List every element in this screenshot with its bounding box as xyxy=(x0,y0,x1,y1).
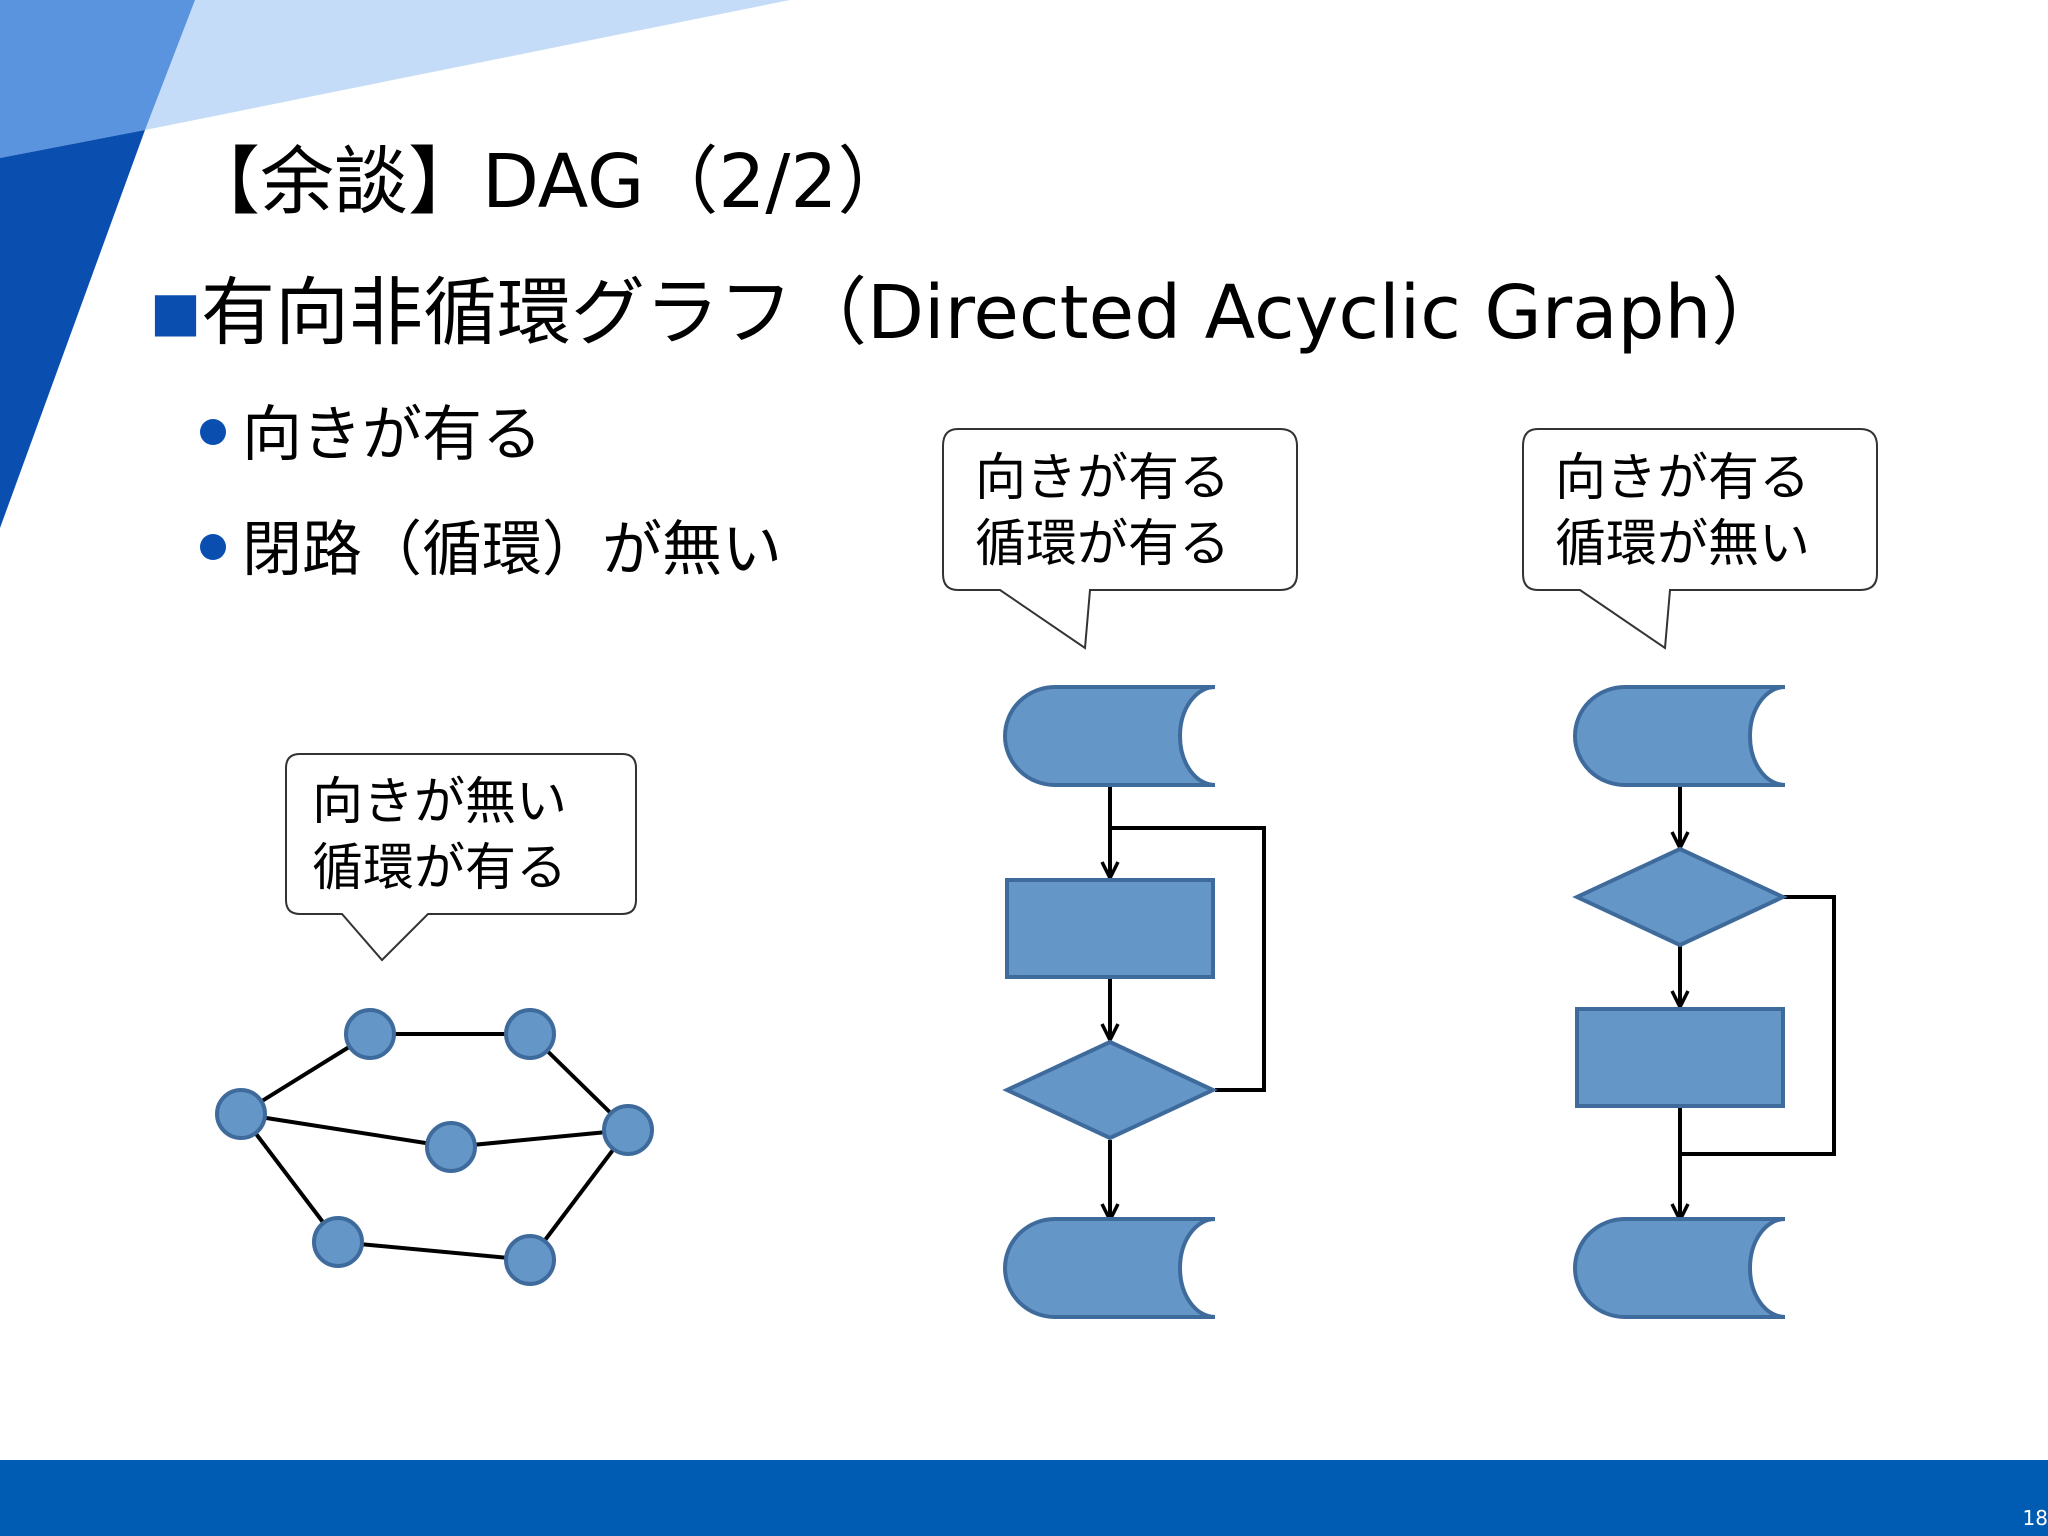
bullet-item: 閉路（循環）が無い xyxy=(200,510,782,590)
callout-line: 向きが有る xyxy=(1555,449,1811,508)
callout-directed-acyclic xyxy=(1522,428,1878,650)
graph-node xyxy=(344,1008,396,1060)
graph-node xyxy=(312,1216,364,1268)
decision-diamond xyxy=(1572,846,1788,948)
graph-node xyxy=(504,1008,556,1060)
square-bullet-icon: ■ xyxy=(150,280,202,343)
section-heading-text: 有向非循環グラフ（Directed Acyclic Graph） xyxy=(201,270,1786,356)
decision-diamond xyxy=(1002,1039,1218,1141)
page-number: 18 xyxy=(2022,1506,2048,1530)
graph-node xyxy=(425,1121,477,1173)
acyclic-flowchart xyxy=(1572,685,1836,1319)
slide-title: 【余談】DAG（2/2） xyxy=(186,139,912,225)
callout-undirected-text: 向きが無い 循環が有る xyxy=(312,770,567,902)
section-heading: ■有向非循環グラフ（Directed Acyclic Graph） xyxy=(150,262,1785,363)
footer-bar xyxy=(0,1460,2048,1536)
terminal-shape xyxy=(1003,1217,1216,1319)
terminal-shape xyxy=(1003,685,1216,787)
terminal-shape xyxy=(1573,685,1786,787)
bullet-text: 向きが有る xyxy=(242,400,542,470)
callout-line: 向きが無い xyxy=(312,773,568,832)
callout-directed-acyclic-text: 向きが有る 循環が無い xyxy=(1555,446,1810,578)
callout-line: 循環が有る xyxy=(975,515,1231,574)
cyclic-flowchart xyxy=(1002,685,1266,1319)
callout-line: 循環が有る xyxy=(312,839,568,898)
callout-line: 向きが有る xyxy=(975,449,1231,508)
callout-directed-cycle-text: 向きが有る 循環が有る xyxy=(975,446,1230,578)
bullet-item: 向きが有る xyxy=(200,395,542,475)
process-box xyxy=(1575,1007,1785,1108)
bullet-dot-icon xyxy=(200,534,226,560)
process-box xyxy=(1005,878,1215,979)
graph-node xyxy=(504,1234,556,1286)
bullet-dot-icon xyxy=(200,419,226,445)
callout-undirected xyxy=(285,753,637,962)
undirected-graph-nodes xyxy=(215,1008,654,1286)
graph-node xyxy=(602,1104,654,1156)
callout-directed-cycle xyxy=(942,428,1298,650)
bullet-text: 閉路（循環）が無い xyxy=(242,515,782,585)
terminal-shape xyxy=(1573,1217,1786,1319)
callout-line: 循環が無い xyxy=(1555,515,1811,574)
graph-node xyxy=(215,1088,267,1140)
